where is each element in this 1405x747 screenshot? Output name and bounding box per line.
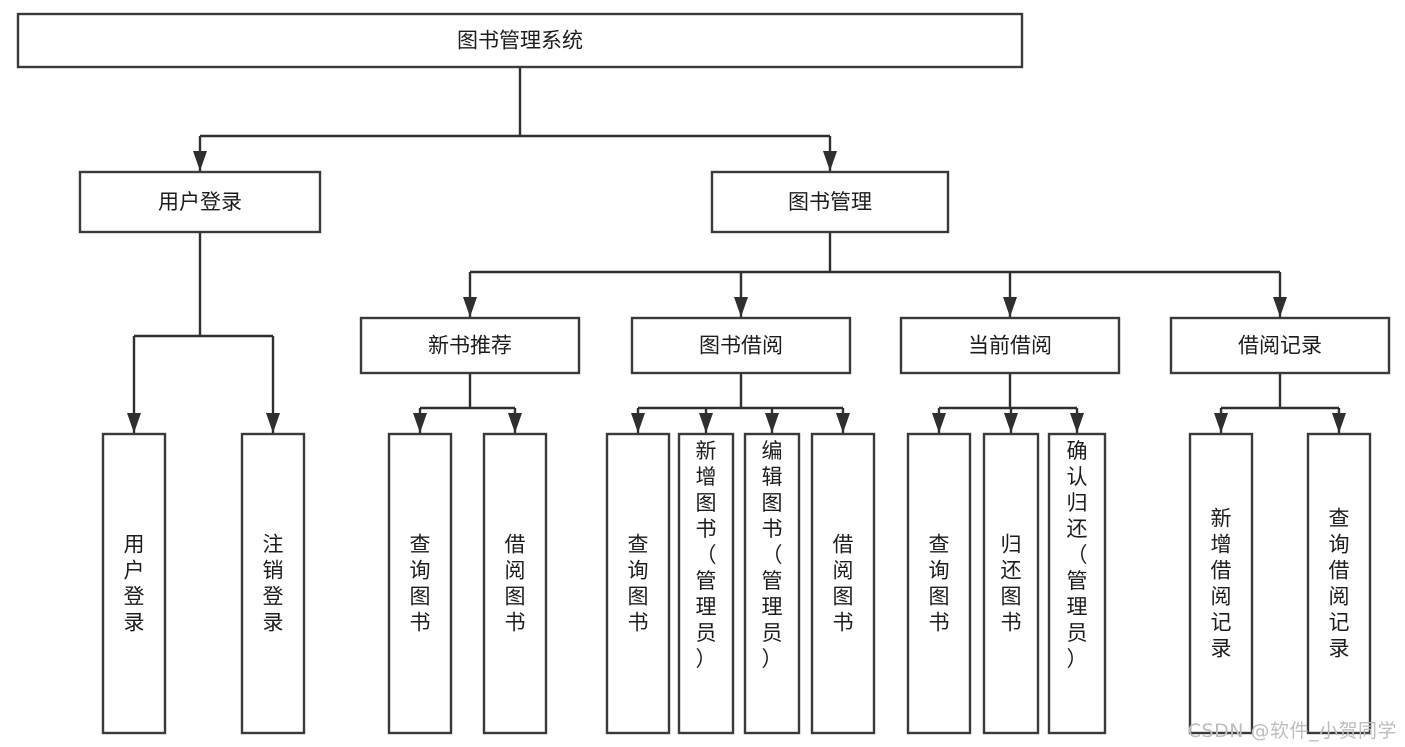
node-leaf-query-book-3[interactable]: 查询图书 (906, 432, 972, 735)
arrow-head-icon-new-book-recommend (463, 297, 477, 317)
node-box-borrow-record (1169, 316, 1391, 375)
node-leaf-edit-book-admin[interactable]: 编辑图书（管理员） (743, 432, 801, 735)
arrow-head-icon-leaf-logout-login (266, 413, 280, 433)
arrow-head-icon-leaf-add-book-admin (699, 413, 713, 433)
node-box-book-borrow (630, 316, 852, 375)
node-book-borrow[interactable]: 图书借阅 (630, 316, 852, 375)
node-box-leaf-query-borrow-record (1306, 432, 1372, 735)
node-box-leaf-user-login (101, 432, 167, 735)
node-label-borrow-record: 借阅记录 (1238, 334, 1322, 358)
arrow-head-icon-leaf-return-book (1004, 413, 1018, 433)
node-label-leaf-add-borrow-record: 新增借阅记录 (1211, 507, 1232, 661)
arrow-head-icon-leaf-borrow-book-2 (836, 413, 850, 433)
node-label-leaf-confirm-return-admin: 确认归还（管理员） (1067, 439, 1088, 671)
arrow-head-icon-current-borrow (1003, 297, 1017, 317)
arrow-head-icon-leaf-query-book-1 (413, 413, 427, 433)
node-leaf-query-book-1[interactable]: 查询图书 (387, 432, 453, 735)
node-label-user-login: 用户登录 (158, 190, 242, 214)
node-label-leaf-add-book-admin: 新增图书（管理员） (696, 439, 717, 671)
node-label-leaf-edit-book-admin: 编辑图书（管理员） (762, 439, 783, 671)
node-borrow-record[interactable]: 借阅记录 (1169, 316, 1391, 375)
node-label-new-book-recommend: 新书推荐 (428, 334, 512, 358)
node-label-leaf-return-book: 归还图书 (1001, 533, 1022, 635)
node-current-borrow[interactable]: 当前借阅 (899, 316, 1121, 375)
node-label-leaf-query-book-1: 查询图书 (410, 533, 431, 635)
node-undefined[interactable]: 图书管理系统 (16, 12, 1024, 69)
node-label-leaf-user-login: 用户登录 (124, 533, 145, 635)
node-label-book-manage: 图书管理 (788, 190, 872, 214)
node-box-leaf-confirm-return-admin (1047, 432, 1107, 735)
node-box-leaf-query-book-2 (605, 432, 671, 735)
node-label-leaf-borrow-book-2: 借阅图书 (833, 533, 854, 635)
node-box-current-borrow (899, 316, 1121, 375)
arrow-head-icon-leaf-query-borrow-record (1332, 413, 1346, 433)
node-box-new-book-recommend (359, 316, 581, 375)
arrow-head-icon-book-borrow (734, 297, 748, 317)
node-label-book-borrow: 图书借阅 (699, 334, 783, 358)
node-box-leaf-borrow-book-1 (482, 432, 548, 735)
arrow-head-icon-leaf-add-borrow-record (1214, 413, 1228, 433)
node-box-leaf-add-borrow-record (1188, 432, 1254, 735)
node-leaf-return-book[interactable]: 归还图书 (982, 432, 1040, 735)
node-new-book-recommend[interactable]: 新书推荐 (359, 316, 581, 375)
arrow-head-icon-user-login (193, 151, 207, 171)
arrow-head-icon-leaf-query-book-3 (932, 413, 946, 433)
node-leaf-add-book-admin[interactable]: 新增图书（管理员） (677, 432, 735, 735)
node-leaf-query-borrow-record[interactable]: 查询借阅记录 (1306, 432, 1372, 735)
node-leaf-logout-login[interactable]: 注销登录 (240, 432, 306, 735)
node-box-leaf-logout-login (240, 432, 306, 735)
arrow-head-icon-book-manage (823, 151, 837, 171)
node-label-leaf-query-book-2: 查询图书 (628, 533, 649, 635)
arrow-head-icon-leaf-edit-book-admin (765, 413, 779, 433)
node-leaf-confirm-return-admin[interactable]: 确认归还（管理员） (1047, 432, 1107, 735)
arrow-head-icon-borrow-record (1273, 297, 1287, 317)
node-label-leaf-query-book-3: 查询图书 (929, 533, 950, 635)
connector-lines-layer (127, 67, 1346, 433)
node-label-current-borrow: 当前借阅 (968, 334, 1052, 358)
arrow-head-icon-leaf-query-book-2 (631, 413, 645, 433)
node-box-book-manage (710, 170, 950, 234)
node-box-undefined (16, 12, 1024, 69)
node-label-undefined: 图书管理系统 (457, 29, 583, 53)
node-box-leaf-query-book-3 (906, 432, 972, 735)
node-leaf-query-book-2[interactable]: 查询图书 (605, 432, 671, 735)
node-box-user-login (78, 170, 322, 234)
node-leaf-borrow-book-1[interactable]: 借阅图书 (482, 432, 548, 735)
node-box-leaf-return-book (982, 432, 1040, 735)
arrow-head-icon-leaf-user-login (127, 413, 141, 433)
node-label-leaf-query-borrow-record: 查询借阅记录 (1329, 507, 1350, 661)
node-label-leaf-logout-login: 注销登录 (263, 533, 284, 635)
arrow-head-icon-leaf-borrow-book-1 (508, 413, 522, 433)
node-label-leaf-borrow-book-1: 借阅图书 (505, 533, 526, 635)
node-box-leaf-query-book-1 (387, 432, 453, 735)
node-boxes-layer: 图书管理系统用户登录图书管理新书推荐图书借阅当前借阅借阅记录用户登录注销登录查询… (16, 12, 1391, 735)
arrow-head-icon-leaf-confirm-return-admin (1070, 413, 1084, 433)
node-leaf-user-login[interactable]: 用户登录 (101, 432, 167, 735)
node-box-leaf-borrow-book-2 (810, 432, 876, 735)
node-user-login[interactable]: 用户登录 (78, 170, 322, 234)
node-leaf-borrow-book-2[interactable]: 借阅图书 (810, 432, 876, 735)
node-book-manage[interactable]: 图书管理 (710, 170, 950, 234)
node-leaf-add-borrow-record[interactable]: 新增借阅记录 (1188, 432, 1254, 735)
node-box-leaf-edit-book-admin (743, 432, 801, 735)
node-box-leaf-add-book-admin (677, 432, 735, 735)
